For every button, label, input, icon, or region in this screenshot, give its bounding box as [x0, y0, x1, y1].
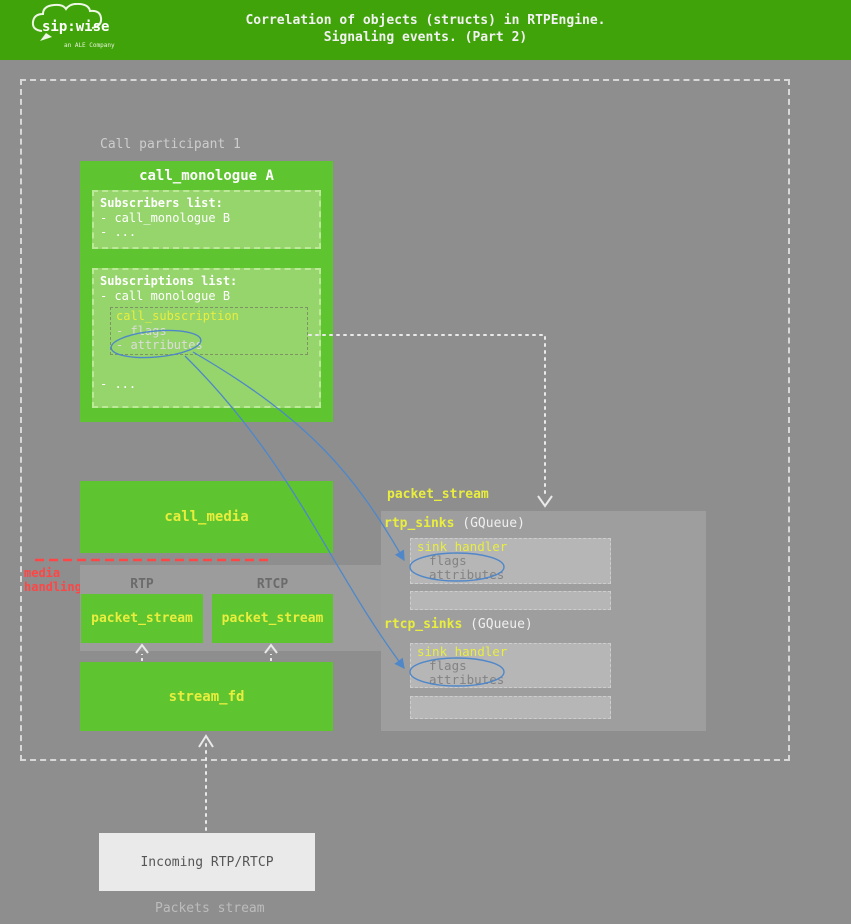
media-handling-label: media handling: [24, 566, 82, 594]
subscribers-item: - call_monologue B: [100, 210, 231, 225]
subscribers-title: Subscribers list:: [100, 196, 223, 210]
rtcp-sinks-type: (GQueue): [470, 617, 533, 632]
media-handling-line1: media: [24, 566, 61, 580]
subscribers-item: - ...: [100, 225, 137, 239]
logo-text: sip:wise: [42, 19, 109, 35]
rtcp-sinks-row: rtcp_sinks (GQueue): [384, 617, 533, 632]
subscriptions-list-box: Subscriptions list: - call monologue B c…: [92, 268, 321, 408]
rtp-sinks-type: (GQueue): [462, 516, 525, 531]
sink-flags-label: flags: [429, 658, 467, 673]
rtcp-packet-stream-box: packet_stream: [212, 594, 333, 643]
header: sip:wise an ALE Company Correlation of o…: [0, 0, 851, 60]
rtp-sink-handler-box: sink_handler flags attributes: [410, 538, 611, 584]
page-title-line2: Signaling events. (Part 2): [323, 30, 528, 45]
rtp-label: RTP: [130, 577, 154, 592]
call-monologue-box: call_monologue A Subscribers list: - cal…: [80, 161, 333, 422]
packets-stream-label: Packets stream: [155, 901, 265, 916]
sink-handler-title: sink_handler: [417, 539, 508, 554]
rtp-sinks-row: rtp_sinks (GQueue): [384, 516, 525, 531]
incoming-rtp-rtcp-box: Incoming RTP/RTCP: [99, 833, 315, 891]
sink-flags-label: flags: [429, 553, 467, 568]
subscriptions-more: - ...: [100, 377, 137, 391]
subscription-attributes-label: - attributes: [116, 338, 203, 352]
subscriptions-item: - call monologue B: [100, 288, 231, 303]
call-monologue-title: call_monologue A: [139, 168, 274, 184]
sink-handler-title: sink_handler: [417, 644, 508, 659]
rtp-sinks-label: rtp_sinks: [384, 516, 455, 531]
rtcp-sink-handler-box: sink_handler flags attributes: [410, 643, 611, 688]
sipwise-logo: sip:wise an ALE Company: [31, 3, 115, 49]
rtp-sink-empty-slot: [410, 591, 611, 610]
page-title: Correlation of objects (structs) in RTPE…: [0, 12, 851, 46]
page-title-line1: Correlation of objects (structs) in RTPE…: [245, 13, 606, 28]
packet-stream-panel-title: packet_stream: [387, 487, 489, 502]
subscribers-list-box: Subscribers list: - call_monologue B - .…: [92, 190, 321, 249]
subscription-flags-label: - flags: [116, 323, 167, 338]
logo-subtext: an ALE Company: [64, 42, 115, 49]
participant-label: Call participant 1: [100, 137, 241, 152]
call-media-title: call_media: [164, 509, 249, 525]
stream-fd-title: stream_fd: [168, 688, 245, 705]
rtcp-packet-stream-title: packet_stream: [221, 611, 324, 626]
rtp-packet-stream-title: packet_stream: [91, 611, 193, 626]
sink-attributes-label: attributes: [429, 567, 505, 582]
packet-stream-strip: RTP RTCP packet_stream packet_stream: [80, 565, 381, 651]
incoming-rtp-rtcp-label: Incoming RTP/RTCP: [140, 854, 274, 870]
rtcp-sink-empty-slot: [410, 696, 611, 719]
packet-stream-panel: rtp_sinks (GQueue) sink_handler flags at…: [381, 511, 706, 731]
call-subscription-box: call_subscription - flags - attributes: [110, 307, 308, 355]
subscriptions-title: Subscriptions list:: [100, 274, 238, 288]
call-boundary: [20, 79, 790, 761]
rtp-packet-stream-box: packet_stream: [81, 594, 203, 643]
stream-fd-box: stream_fd: [80, 662, 333, 731]
call-media-box: call_media: [80, 481, 333, 553]
cloud-icon: [31, 3, 103, 32]
media-handling-line2: handling: [24, 580, 82, 594]
speech-tail-icon: [40, 33, 52, 41]
call-subscription-title: call_subscription: [116, 309, 239, 323]
sink-attributes-label: attributes: [429, 672, 505, 687]
rtcp-sinks-label: rtcp_sinks: [384, 617, 463, 632]
rtcp-label: RTCP: [256, 577, 289, 592]
